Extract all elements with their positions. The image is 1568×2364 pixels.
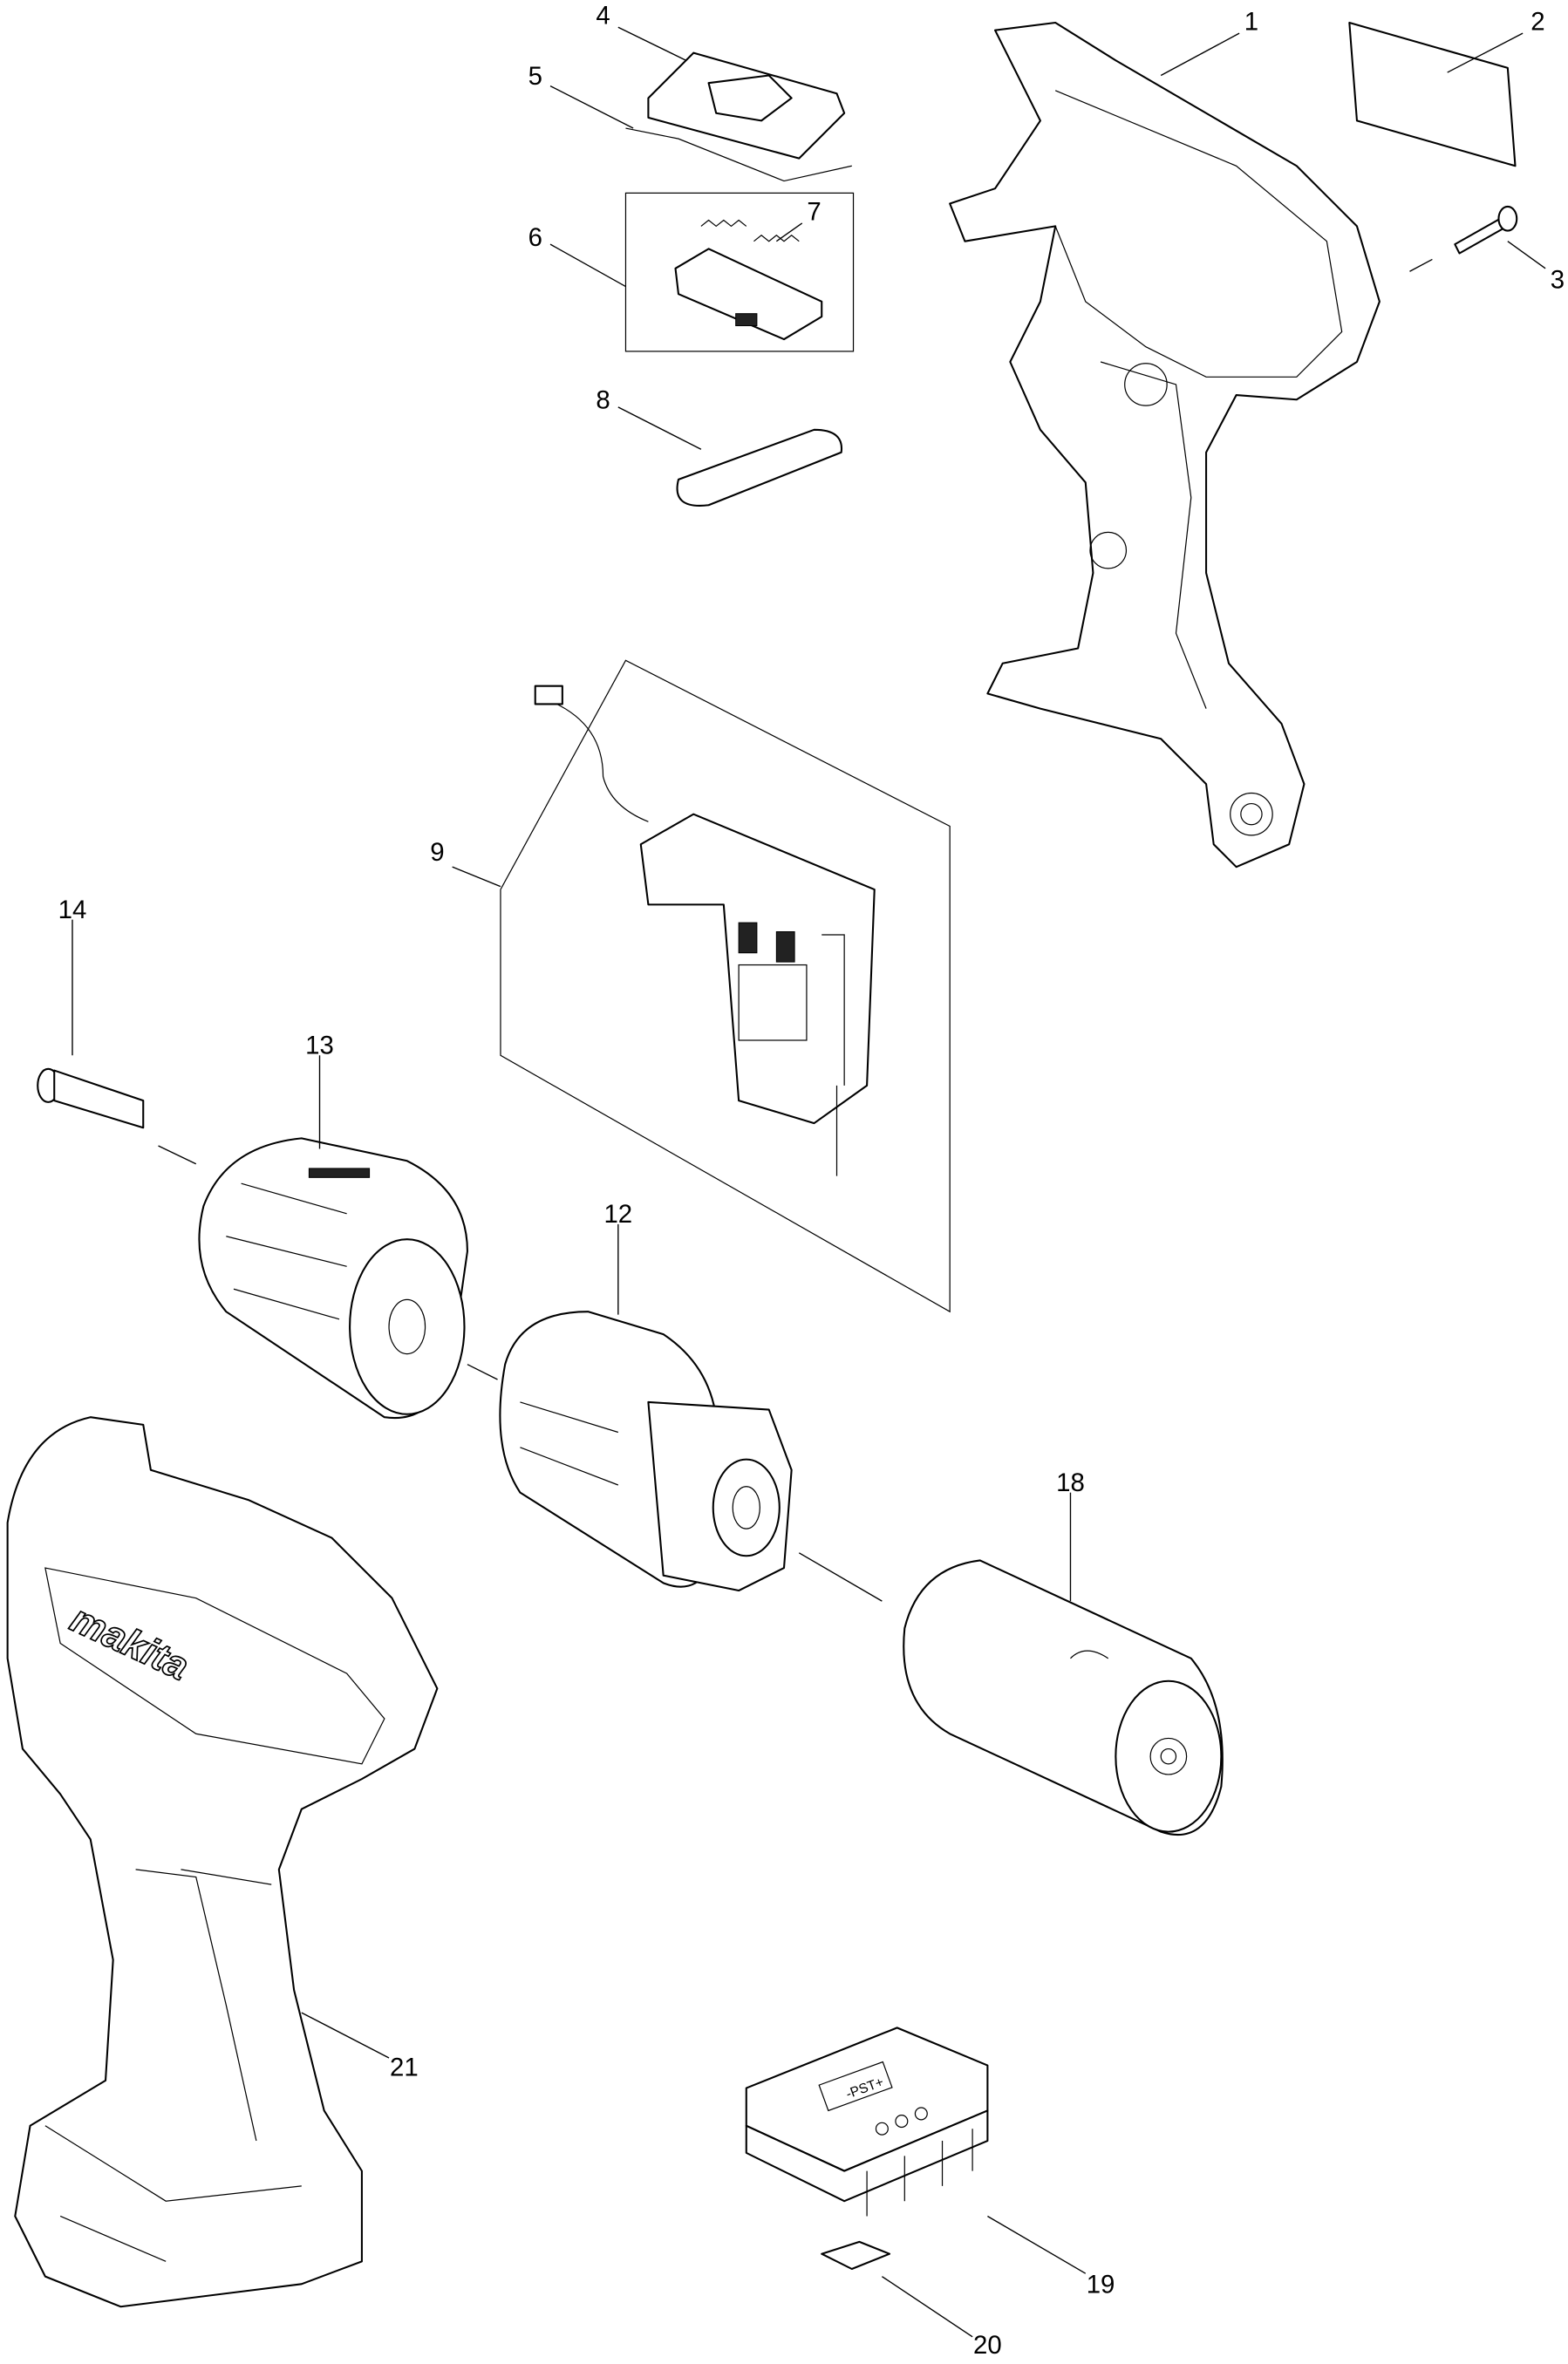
label-3: 3 (1551, 265, 1565, 294)
part-9-switch-assembly (500, 659, 951, 1313)
label-6: 6 (528, 223, 542, 252)
part-5-leaf-spring (625, 127, 852, 182)
part-19-controller: -PST+ (745, 2027, 989, 2217)
part-21-housing-set: makita (6, 1416, 439, 2308)
part-3-screw (1454, 205, 1518, 255)
label-1: 1 (1244, 8, 1258, 37)
label-9: 9 (430, 838, 444, 867)
label-12: 12 (603, 1200, 632, 1229)
part-20-insulation-sheet (821, 2240, 891, 2271)
part-6-reversing-switch-kit (624, 192, 855, 352)
label-18: 18 (1056, 1468, 1085, 1497)
part-14-screw (37, 1067, 145, 1129)
part-18-motor (903, 1559, 1224, 1836)
part-12-gear-assembly (499, 1311, 793, 1592)
part-1-housing-right (949, 21, 1381, 869)
part-7-springs (700, 219, 800, 242)
label-4: 4 (596, 2, 610, 31)
label-19: 19 (1087, 2271, 1115, 2299)
label-2: 2 (1531, 8, 1544, 37)
label-20: 20 (973, 2331, 1002, 2360)
part-8-lock-button (676, 428, 843, 507)
label-21: 21 (390, 2054, 419, 2082)
label-13: 13 (305, 1032, 334, 1060)
label-14: 14 (58, 896, 87, 924)
label-7: 7 (807, 197, 821, 226)
part-4-shift-lever (647, 51, 846, 160)
label-5: 5 (528, 62, 542, 91)
label-8: 8 (596, 386, 610, 415)
part-2-nameplate (1348, 21, 1517, 167)
part-13-keyless-chuck (198, 1137, 468, 1420)
